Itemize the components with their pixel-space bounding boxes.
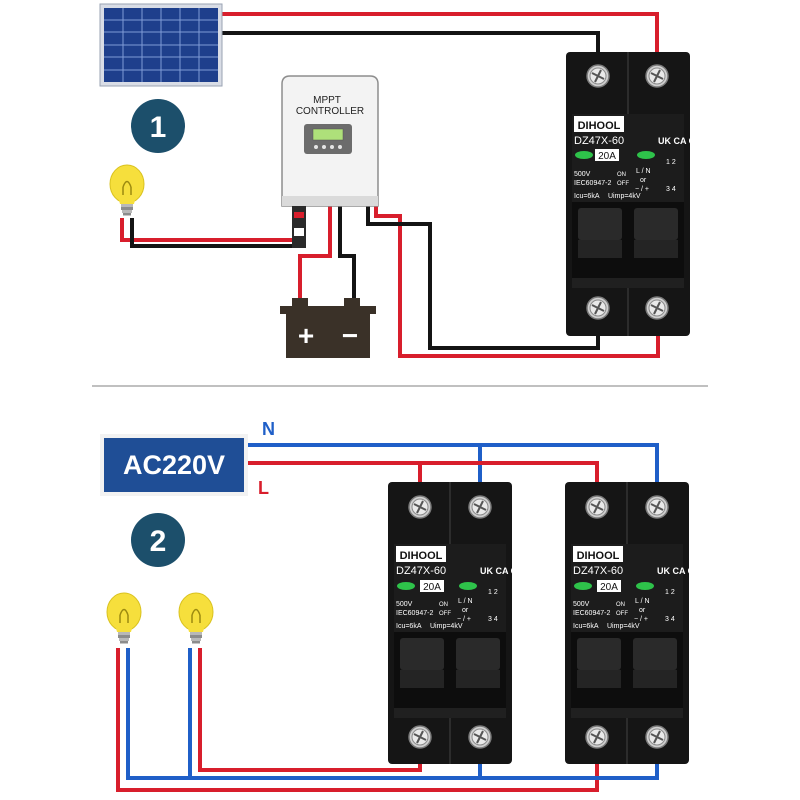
light-bulb-icon — [106, 592, 142, 645]
or-label: or — [462, 607, 469, 614]
terminals-top-label: 1 2 — [488, 589, 498, 596]
section1-wires — [120, 12, 660, 358]
or-label: or — [639, 607, 646, 614]
ln-label: L / N — [635, 598, 650, 605]
terminals-top-label: 1 2 — [665, 589, 675, 596]
line-label: L — [258, 478, 269, 498]
icu-label: Icu=6kA — [574, 193, 600, 200]
poles-label: − / + — [635, 186, 649, 193]
brand-label: DIHOOL — [577, 550, 620, 562]
off-label: OFF — [617, 181, 629, 187]
voltage-label: 500V — [396, 601, 413, 608]
circuit-breaker-1: DIHOOL DZ47X-60 20A UK CA CE 500V IEC609… — [566, 52, 701, 336]
standard-label: IEC60947-2 — [573, 610, 610, 617]
light-bulb-icon — [178, 592, 214, 645]
ln-label: L / N — [458, 598, 473, 605]
circuit-breaker-2b: DIHOOL DZ47X-60 20A UK CA CE 500V IEC609… — [565, 482, 700, 764]
rating-label: 20A — [600, 582, 618, 593]
model-label: DZ47X-60 — [396, 565, 446, 577]
brand-label: DIHOOL — [578, 120, 621, 132]
off-label: OFF — [616, 611, 628, 617]
icu-label: Icu=6kA — [573, 623, 599, 630]
icu-label: Icu=6kA — [396, 623, 422, 630]
step-badge-2: 2 — [131, 513, 185, 567]
model-label: DZ47X-60 — [573, 565, 623, 577]
light-bulb-icon — [109, 164, 145, 217]
voltage-label: 500V — [573, 601, 590, 608]
terminals-top-label: 1 2 — [666, 159, 676, 166]
standard-label: IEC60947-2 — [574, 180, 611, 187]
voltage-label: 500V — [574, 171, 591, 178]
poles-label: − / + — [457, 616, 471, 623]
uimp-label: Uimp=4kV — [430, 623, 463, 630]
section2-wires — [116, 443, 659, 792]
terminals-bottom-label: 3 4 — [665, 616, 675, 623]
controller-title-line2: CONTROLLER — [296, 106, 364, 117]
mini-breaker-icon — [292, 206, 306, 248]
neutral-label: N — [262, 419, 275, 439]
step-badge-1-number: 1 — [150, 111, 167, 144]
controller-title-line1: MPPT — [313, 95, 341, 106]
certification-marks: UK CA CE — [658, 136, 701, 146]
step-badge-2-number: 2 — [150, 525, 167, 558]
ac-source-box: AC220V — [100, 434, 248, 496]
certification-marks: UK CA CE — [657, 566, 700, 576]
model-label: DZ47X-60 — [574, 135, 624, 147]
certification-marks: UK CA CE — [480, 566, 523, 576]
circuit-breaker-2a: DIHOOL DZ47X-60 20A UK CA CE 500V IEC609… — [388, 482, 523, 764]
brand-label: DIHOOL — [400, 550, 443, 562]
terminals-bottom-label: 3 4 — [488, 616, 498, 623]
rating-label: 20A — [598, 151, 616, 162]
battery-minus-label: − — [342, 320, 358, 351]
terminals-bottom-label: 3 4 — [666, 186, 676, 193]
rating-label: 20A — [423, 582, 441, 593]
on-label: ON — [617, 172, 626, 178]
standard-label: IEC60947-2 — [396, 610, 433, 617]
on-label: ON — [439, 602, 448, 608]
step-badge-1: 1 — [131, 99, 185, 153]
or-label: or — [640, 177, 647, 184]
battery-icon: + − — [280, 298, 376, 358]
ac-source-label: AC220V — [123, 450, 225, 480]
ln-label: L / N — [636, 168, 651, 175]
battery-plus-label: + — [298, 320, 314, 351]
on-label: ON — [616, 602, 625, 608]
mppt-controller-icon: MPPT CONTROLLER — [281, 75, 379, 207]
solar-panel-icon — [99, 3, 223, 87]
uimp-label: Uimp=4kV — [607, 623, 640, 630]
uimp-label: Uimp=4kV — [608, 193, 641, 200]
poles-label: − / + — [634, 616, 648, 623]
off-label: OFF — [439, 611, 451, 617]
